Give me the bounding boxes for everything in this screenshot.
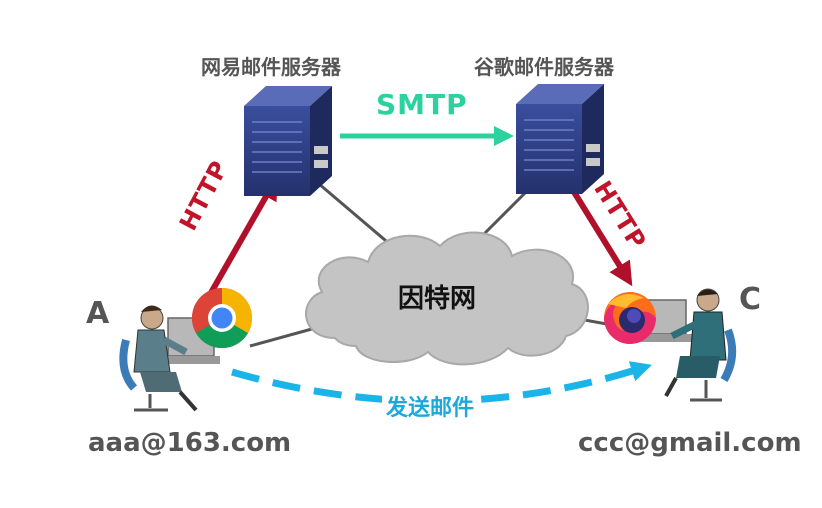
firefox-icon <box>604 292 656 344</box>
smtp-label: SMTP <box>376 88 468 121</box>
http-arrow-right <box>571 190 633 287</box>
send-mail-arrow <box>231 361 653 405</box>
right-mail-server <box>516 84 604 194</box>
node-c-label: C <box>739 282 762 317</box>
node-a-label: A <box>86 296 110 331</box>
email-c: ccc@gmail.com <box>578 428 802 458</box>
user-c-at-computer-icon <box>640 288 737 402</box>
chrome-icon <box>191 288 253 349</box>
email-a: aaa@163.com <box>88 428 292 458</box>
line-left-server-to-internet <box>311 176 393 248</box>
send-mail-label: 发送邮件 <box>382 390 479 422</box>
internet-cloud <box>305 231 589 366</box>
left-server-label: 网易邮件服务器 <box>201 55 341 79</box>
right-server-label: 谷歌邮件服务器 <box>474 55 614 79</box>
left-mail-server <box>244 86 332 196</box>
internet-label: 因特网 <box>398 284 477 314</box>
http-arrow-left <box>205 175 278 300</box>
